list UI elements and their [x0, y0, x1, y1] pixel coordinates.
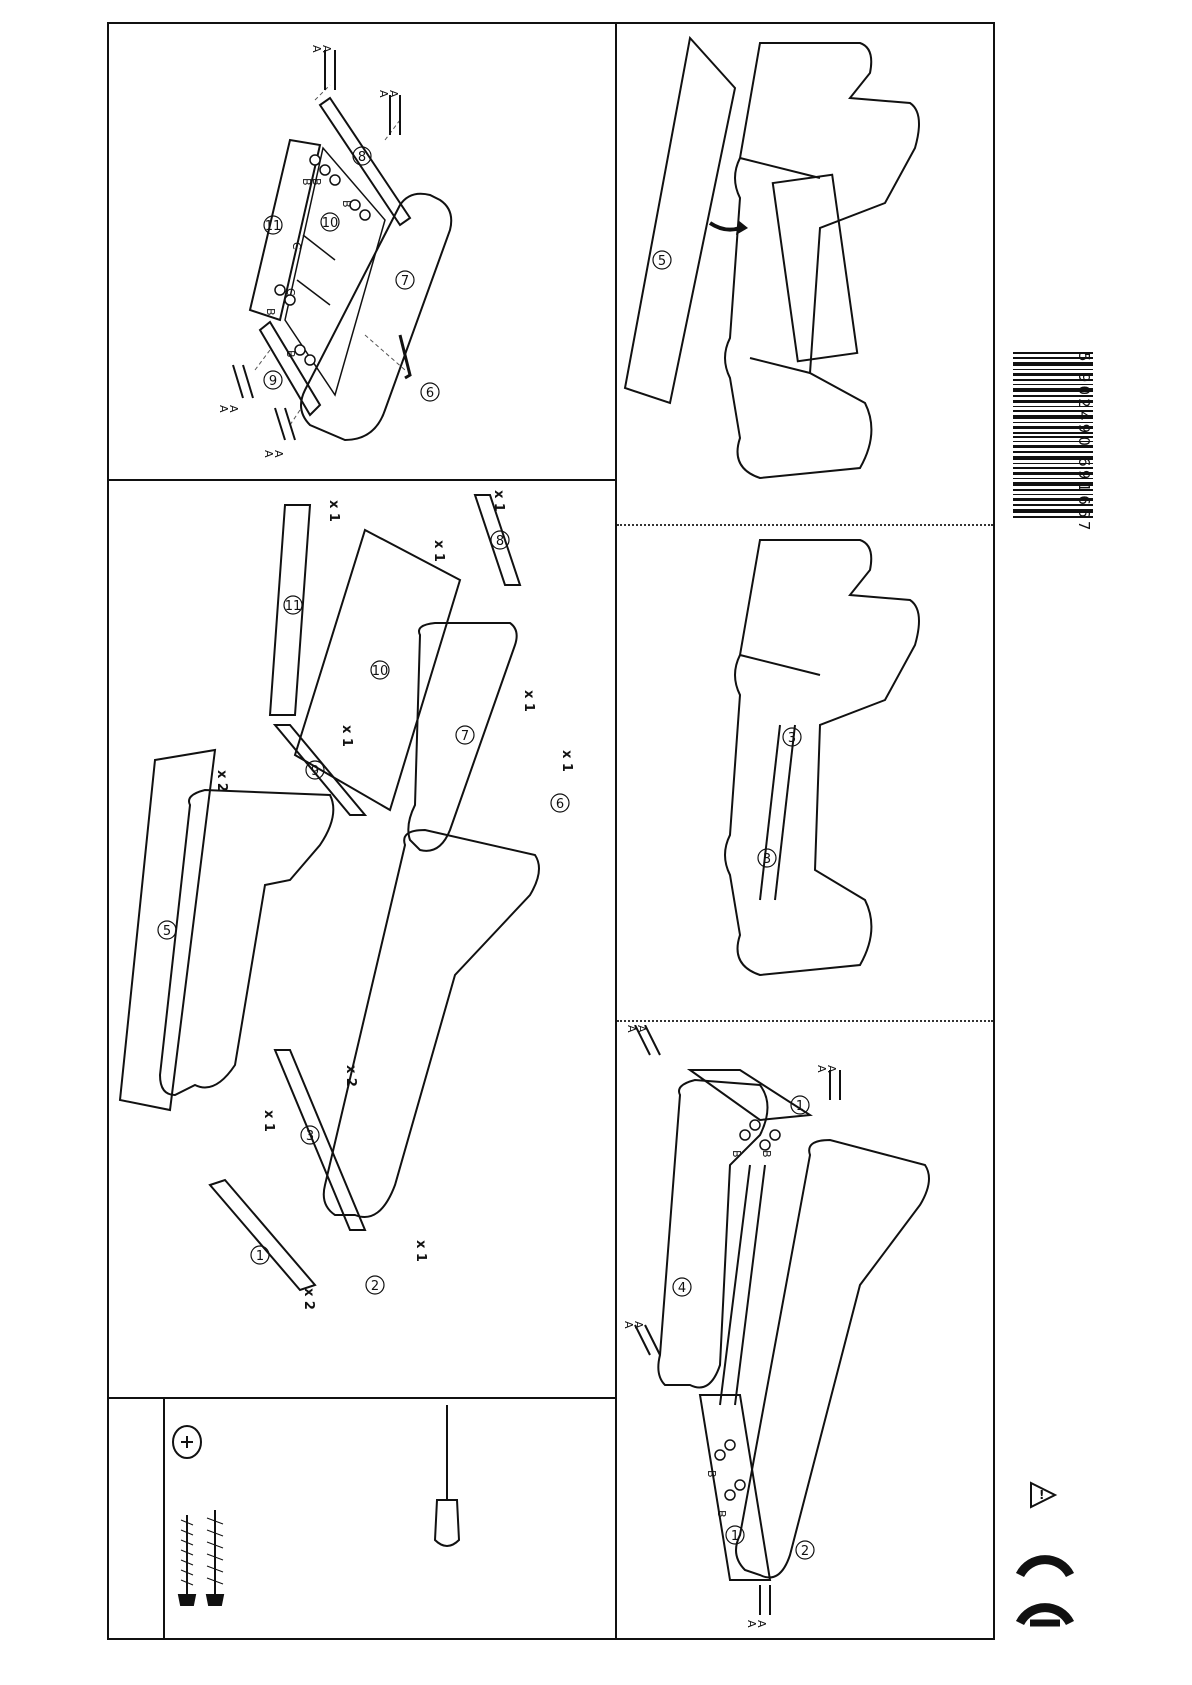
cam-label: B — [310, 178, 323, 186]
part-number-7: 7 — [401, 274, 409, 289]
cam-label: B — [715, 1510, 728, 1518]
step-cabinet-with-rails: 3 3 — [620, 530, 990, 1015]
part-number-10: 10 — [372, 664, 389, 679]
qty-part-6: x 1 — [559, 750, 574, 772]
parts-list-diagram: 11 10 8 9 7 5 3 2 1 6 x 1 x 1 x 1 x 1 x … — [115, 485, 610, 1390]
bolt-label: A — [825, 1065, 838, 1073]
part-number-11: 11 — [285, 599, 302, 614]
cam-label: B — [340, 200, 353, 208]
divider-lower-panel — [107, 1397, 617, 1399]
divider-upper-panel — [107, 479, 617, 481]
drawer-handle — [400, 335, 410, 378]
part-number-5: 5 — [658, 254, 666, 269]
part-number-6: 6 — [556, 797, 564, 812]
qty-part-3: x 2 — [343, 1065, 358, 1087]
qty-part-1: x 2 — [301, 1288, 316, 1310]
part-number-1: 1 — [796, 1099, 804, 1114]
step-cabinet-with-top: 5 — [620, 28, 990, 520]
part-number-7: 7 — [461, 729, 469, 744]
part-number-10: 10 — [322, 216, 339, 231]
bolt-label: A — [272, 450, 285, 458]
step-side-frames: A A A A A A A A B B B B 1 4 1 2 — [620, 1025, 990, 1637]
barcode-digits: 5 902490 691667 — [1073, 352, 1093, 520]
part-number-3: 3 — [788, 731, 796, 746]
cam-label: B — [264, 308, 277, 316]
bolt-label: A — [320, 45, 333, 53]
warning-mark: ! — [1039, 1488, 1044, 1502]
qty-part-4: x 1 — [261, 1110, 276, 1132]
part-2-side-frame — [736, 1140, 929, 1578]
qty-part-11: x 1 — [326, 500, 341, 522]
qty-part-7: x 1 — [521, 690, 536, 712]
bolt-icon — [179, 1515, 195, 1605]
cam-label: B — [284, 350, 297, 358]
divider-tools-box — [163, 1397, 165, 1640]
part-number-9: 9 — [311, 764, 319, 779]
hardware-and-tools — [167, 1400, 612, 1636]
part-number-8: 8 — [358, 150, 366, 165]
bolt-label: A — [632, 1321, 645, 1329]
bolt-label: A — [635, 1025, 648, 1033]
warning-icon: ! — [1028, 1480, 1058, 1510]
cam-label: B — [730, 1150, 743, 1158]
part-1-rail — [690, 1070, 810, 1120]
part-number-1: 1 — [731, 1529, 739, 1544]
screwdriver-icon — [435, 1405, 459, 1546]
bolt-label: A — [387, 90, 400, 98]
bolt-label: A — [755, 1620, 768, 1628]
bolt-label: A — [227, 405, 240, 413]
drawer-assembly-diagram: A A A A A A A A B B B B B C C 8 10 11 7 … — [215, 30, 610, 475]
drawer-rail-9 — [260, 322, 320, 415]
screw-icon — [207, 1510, 223, 1605]
cam-label: B — [760, 1150, 773, 1158]
part-number-2: 2 — [371, 1279, 379, 1294]
screw-label: C — [290, 242, 303, 250]
part-1-rail — [210, 1180, 315, 1290]
part-number-9: 9 — [269, 374, 277, 389]
part-number-2: 2 — [801, 1544, 809, 1559]
top-board-5 — [625, 38, 735, 403]
part-number-3: 3 — [763, 852, 771, 867]
cam-label: B — [705, 1470, 718, 1478]
part-number-4: 4 — [678, 1281, 686, 1296]
ce-mark-icon — [1010, 1535, 1080, 1630]
qty-part-10: x 1 — [431, 540, 446, 562]
part-4-side-frame — [160, 790, 333, 1095]
part-number-11: 11 — [265, 219, 282, 234]
qty-part-2: x 1 — [413, 1240, 428, 1262]
qty-part-5: x 2 — [214, 770, 229, 792]
part-number-3: 3 — [306, 1129, 314, 1144]
screw-label: C — [284, 288, 297, 296]
part-number-1: 1 — [256, 1249, 264, 1264]
cabinet-outline — [725, 540, 919, 975]
part-number-8: 8 — [496, 534, 504, 549]
qty-part-8: x 1 — [491, 490, 506, 512]
divider-step-3 — [617, 1020, 993, 1022]
qty-part-9: x 1 — [339, 725, 354, 747]
part-number-6: 6 — [426, 386, 434, 401]
divider-step-2 — [617, 524, 993, 526]
flip-arrow-icon — [710, 223, 740, 230]
part-number-5: 5 — [163, 924, 171, 939]
part-2-side-frame — [324, 830, 539, 1217]
cabinet-outline — [725, 43, 919, 478]
